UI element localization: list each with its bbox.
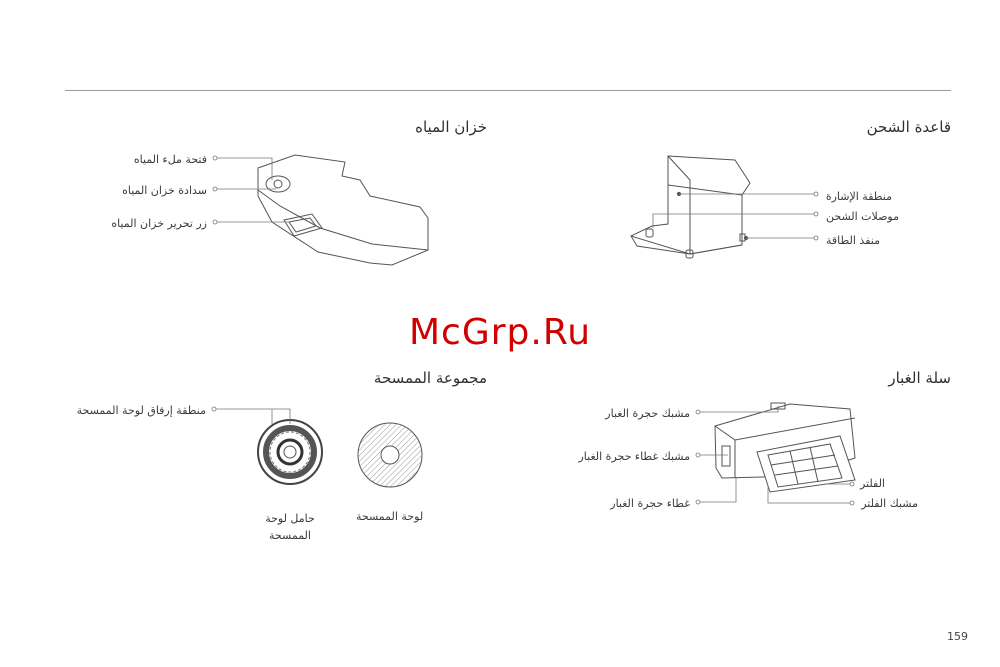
filter-label: الفلتر: [859, 477, 885, 490]
mop-leaders: [211, 406, 291, 424]
mop-holder-illustration: [257, 419, 323, 485]
signal-area-label: منطقة الإشارة: [825, 190, 892, 203]
power-port-label: منفذ الطاقة: [826, 234, 880, 247]
charging-base-title: قاعدة الشحن: [866, 118, 951, 136]
water-tank-stopper-label: سدادة خزان المياه: [122, 184, 207, 197]
page-number: 159: [947, 630, 968, 643]
dust-compartment-cover-label: غطاء حجرة الغبار: [610, 497, 690, 510]
filter-clip-label: مشبك الفلتر: [861, 497, 918, 510]
water-tank-release-button-label: زر تحرير خزان المياه: [111, 217, 207, 230]
dustbin-illustration: [714, 402, 856, 493]
header-rule: [65, 90, 951, 91]
mop-pad-illustration: [357, 422, 423, 488]
water-tank-illustration: [257, 154, 429, 266]
charging-base-leaders: [652, 191, 819, 241]
dustbin-leaders: [695, 406, 855, 506]
watermark: McGrp.Ru: [408, 312, 592, 353]
dust-compartment-cover-clip-label: مشبك غطاء حجرة الغبار: [578, 450, 690, 463]
water-tank-title: خزان المياه: [415, 118, 487, 136]
mop-pad-attachment-area-label: منطقة إرفاق لوحة الممسحة: [76, 404, 206, 417]
dustbin-title: سلة الغبار: [888, 369, 951, 387]
charging-contacts-label: موصلات الشحن: [825, 210, 899, 223]
water-filling-opening-label: فتحة ملء المياه: [133, 153, 207, 166]
mop-assembly-title: مجموعة الممسحة: [373, 369, 487, 387]
water-tank-leaders: [212, 155, 290, 225]
charging-base-illustration: [630, 155, 751, 259]
mop-pad-holder-label: حامل لوحة الممسحة: [265, 512, 315, 542]
dust-compartment-clip-label: مشبك حجرة الغبار: [605, 407, 690, 420]
mop-pad-label: لوحة الممسحة: [356, 510, 424, 523]
